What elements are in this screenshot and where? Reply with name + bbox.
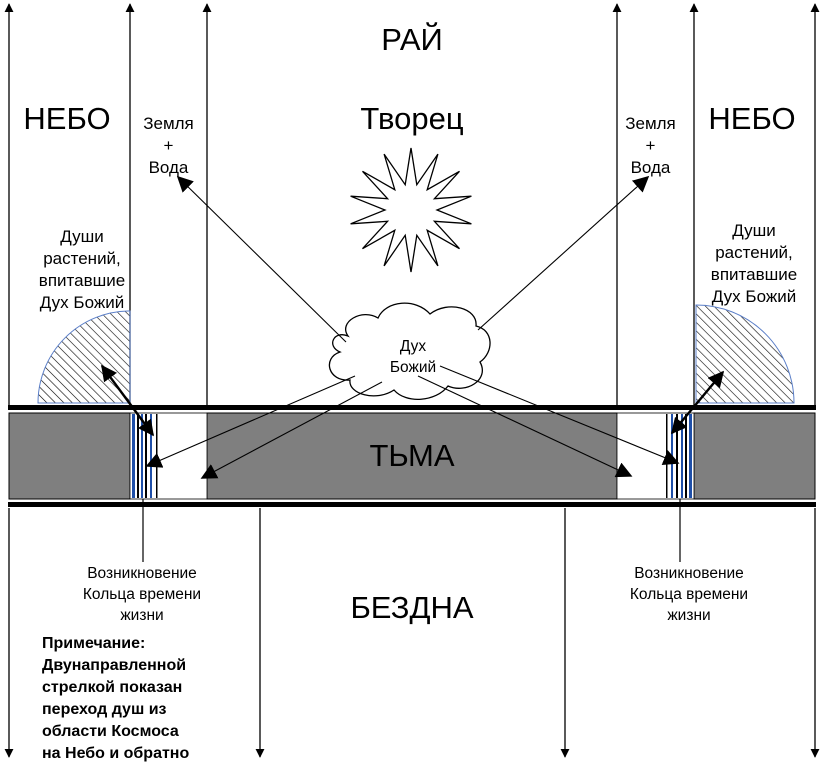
spirit-label: Дух Божий: [389, 338, 437, 376]
arrow-to-ring-right-2: [439, 365, 680, 465]
lower-boundary-line: [8, 502, 816, 507]
darkness-left-block: [8, 412, 131, 500]
creator-sun-icon: [350, 147, 472, 273]
souls-right-label: Души растений, впитавшие Дух Божий: [710, 221, 798, 306]
spirit-arrows: [145, 175, 680, 479]
heaven-right-label: НЕБО: [708, 101, 796, 136]
plant-souls-left-quarter-circle: [37, 310, 131, 404]
abyss-label: БЕЗДНА: [350, 590, 474, 625]
souls-left-label: Души растений, впитавшие Дух Божий: [38, 227, 126, 312]
earth-water-left-label: Земля + Вода: [143, 114, 194, 177]
souls-transition-left-bidirectional-arrow: [101, 364, 154, 437]
arrow-to-earth-left: [176, 175, 347, 343]
arrow-to-ring-left-1: [145, 375, 356, 468]
upper-boundary-line: [8, 405, 816, 410]
earth-water-right-label: Земля + Вода: [625, 114, 676, 177]
souls-transition-right-bidirectional-arrow: [670, 370, 725, 435]
creator-label: Творец: [360, 101, 464, 136]
arrow-to-earth-right: [477, 175, 650, 331]
darkness-right-block: [693, 412, 816, 500]
arrow-to-ring-left-2: [200, 381, 383, 479]
heaven-left-label: НЕБО: [23, 101, 111, 136]
darkness-label: ТЬМА: [369, 438, 455, 473]
darkness-center-block: [206, 412, 618, 500]
note-text: Примечание: Двунаправленной стрелкой пок…: [42, 635, 190, 762]
ring-left-label: Возникновение Кольца времени жизни: [82, 565, 202, 624]
downward-arrows: [4, 508, 820, 758]
spirit-cloud-icon: [328, 302, 491, 401]
ring-right-label: Возникновение Кольца времени жизни: [629, 565, 749, 624]
paradise-label: РАЙ: [381, 22, 443, 57]
arrow-to-ring-right-1: [417, 375, 633, 478]
darkness-band: [8, 412, 816, 500]
